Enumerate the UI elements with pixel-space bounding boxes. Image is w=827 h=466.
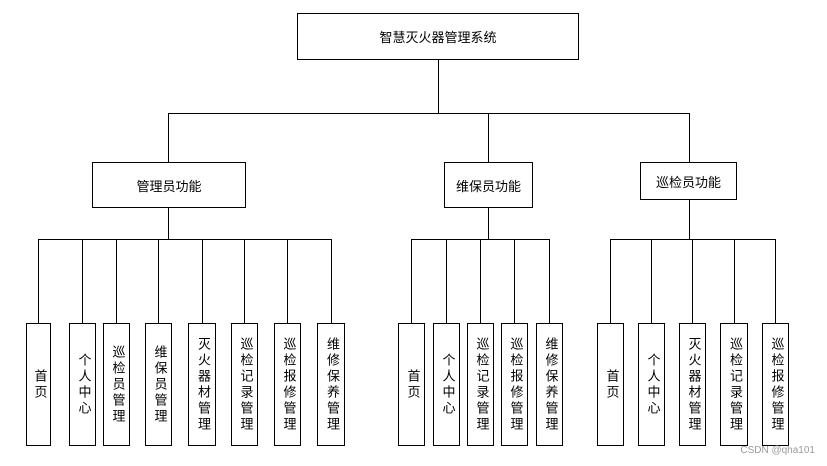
leaf-personal-center: 个人中心 — [638, 323, 665, 446]
leaf-connector — [446, 239, 447, 323]
group-maintainer-title: 维保员功能 — [455, 179, 521, 195]
leaf-connector — [158, 239, 159, 323]
leaf-label: 巡检记录管理 — [237, 336, 253, 433]
leaf-home: 首页 — [26, 323, 51, 446]
leaf-label: 巡检记录管理 — [727, 336, 742, 433]
group-admin-node: 管理员功能 — [92, 162, 246, 208]
leaf-label: 维保员管理 — [151, 344, 167, 425]
leaf-label: 首页 — [31, 368, 47, 401]
leaf-connector — [411, 239, 412, 323]
leaf-label: 维修保养管理 — [324, 336, 339, 433]
group-maintainer-stem — [488, 208, 489, 239]
group-inspector-stem — [689, 200, 690, 239]
leaf-connector — [610, 239, 611, 323]
group-inspector-title: 巡检员功能 — [655, 175, 721, 191]
leaf-label: 个人中心 — [644, 352, 660, 417]
leaf-personal-center: 个人中心 — [69, 323, 96, 446]
leaf-connector — [38, 239, 39, 323]
root-connector — [438, 60, 439, 113]
leaf-maintenance-management: 维修保养管理 — [317, 323, 345, 446]
leaf-connector — [651, 239, 652, 323]
leaf-inspection-record-management: 巡检记录管理 — [231, 323, 258, 446]
watermark: CSDN @qha101 — [740, 445, 815, 456]
leaf-label: 首页 — [404, 368, 420, 401]
leaf-connector — [82, 239, 83, 323]
leaf-inspection-repair-management: 巡检报修管理 — [501, 323, 528, 446]
root-node: 智慧灭火器管理系统 — [297, 13, 579, 60]
leaf-connector — [480, 239, 481, 323]
group-0-connector — [168, 113, 169, 162]
leaf-inspection-record-management: 巡检记录管理 — [467, 323, 494, 446]
leaf-connector — [202, 239, 203, 323]
leaf-connector — [514, 239, 515, 323]
leaf-label: 灭火器材管理 — [195, 336, 210, 433]
leaf-inspection-repair-management: 巡检报修管理 — [762, 323, 789, 446]
leaf-label: 巡检报修管理 — [768, 336, 784, 433]
leaf-extinguisher-management: 灭火器材管理 — [679, 323, 706, 446]
leaf-connector — [692, 239, 693, 323]
leaf-personal-center: 个人中心 — [433, 323, 460, 446]
leaf-inspection-record-management: 巡检记录管理 — [720, 323, 748, 446]
group-maintainer-node: 维保员功能 — [444, 162, 533, 208]
leaf-home: 首页 — [398, 323, 425, 446]
leaf-maintenance-management: 维修保养管理 — [536, 323, 563, 446]
leaf-maintainer-management: 维保员管理 — [145, 323, 172, 446]
leaf-inspector-management: 巡检员管理 — [103, 323, 130, 446]
group-admin-title: 管理员功能 — [136, 179, 202, 195]
leaf-label: 个人中心 — [439, 352, 455, 417]
leaf-connector — [549, 239, 550, 323]
leaf-inspection-repair-management: 巡检报修管理 — [274, 323, 301, 446]
leaf-connector — [244, 239, 245, 323]
leaf-label: 巡检记录管理 — [473, 336, 489, 433]
group-inspector-node: 巡检员功能 — [640, 162, 737, 200]
leaf-connector — [775, 239, 776, 323]
leaf-home: 首页 — [597, 323, 624, 446]
leaf-connector — [287, 239, 288, 323]
leaf-connector — [331, 239, 332, 323]
leaf-label: 维修保养管理 — [542, 336, 558, 433]
group-admin-stem — [168, 208, 169, 239]
leaf-label: 巡检报修管理 — [280, 336, 296, 433]
leaf-connector — [734, 239, 735, 323]
leaf-label: 巡检员管理 — [109, 344, 125, 425]
leaf-connector — [116, 239, 117, 323]
group-2-connector — [689, 113, 690, 162]
root-title: 智慧灭火器管理系统 — [379, 31, 497, 46]
leaf-label: 灭火器材管理 — [685, 336, 701, 433]
leaf-extinguisher-management: 灭火器材管理 — [188, 323, 216, 446]
group-admin-bus — [38, 239, 331, 240]
leaf-label: 巡检报修管理 — [507, 336, 523, 433]
group-1-connector — [488, 113, 489, 162]
leaf-label: 首页 — [603, 368, 619, 401]
leaf-label: 个人中心 — [75, 352, 91, 417]
group-bus — [168, 113, 689, 114]
